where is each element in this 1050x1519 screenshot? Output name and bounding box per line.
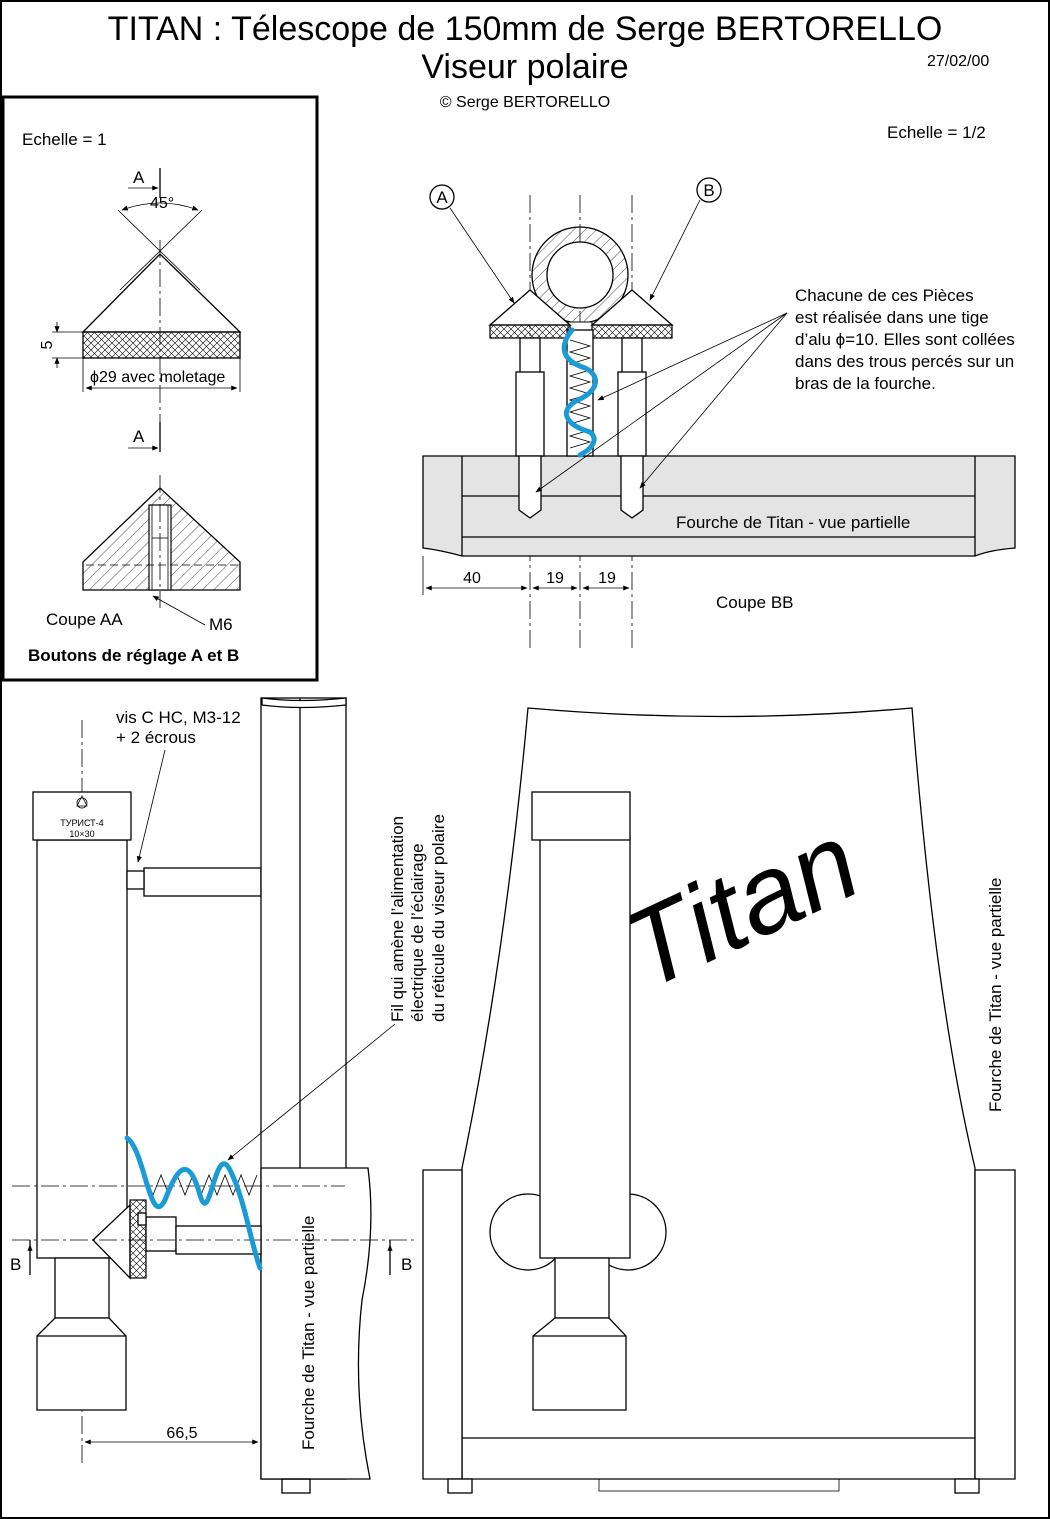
section-aa-label: Coupe AA bbox=[46, 610, 123, 629]
screw-note-1: vis C HC, M3-12 bbox=[116, 708, 241, 727]
wire-note-line-1: Fil qui amène l’alimentation bbox=[388, 816, 407, 1022]
bb-note-line-1: Chacune de ces Pièces bbox=[795, 286, 974, 305]
bb-note-line-2: est réalisée dans une tige bbox=[795, 308, 989, 327]
wire-note-line-2: électrique de l’éclairage bbox=[408, 843, 427, 1022]
section-a-bottom-label: A bbox=[133, 427, 145, 446]
section-b-left: B bbox=[10, 1255, 21, 1274]
thread-label: M6 bbox=[209, 615, 233, 634]
bb-note-line-5: bras de la fourche. bbox=[795, 374, 936, 393]
section-bb-label: Coupe BB bbox=[716, 593, 794, 612]
wire-note: Fil qui amène l’alimentation électrique … bbox=[388, 814, 448, 1022]
copyright: © Serge BERTORELLO bbox=[440, 94, 610, 111]
bb-fork-label: Fourche de Titan - vue partielle bbox=[676, 513, 910, 532]
side-dim: 66,5 bbox=[166, 1425, 197, 1442]
scope-model-label: ТУРИСТ-4 bbox=[60, 818, 103, 828]
callout-a: A bbox=[436, 188, 448, 207]
front-view: Titan Fourche de Titan - vue partielle bbox=[422, 707, 1016, 1494]
callout-b: B bbox=[703, 181, 714, 200]
bb-wire bbox=[561, 327, 598, 458]
bb-dim-19-b: 19 bbox=[598, 570, 616, 587]
screw-note-2: + 2 écrous bbox=[116, 728, 196, 747]
bb-dim-40: 40 bbox=[463, 570, 481, 587]
inset-caption: Boutons de réglage A et B bbox=[28, 646, 239, 665]
inset-scale: Echelle = 1 bbox=[22, 130, 107, 149]
header: TITAN : Télescope de 150mm de Serge BERT… bbox=[108, 10, 990, 111]
knob-detail-inset: Echelle = 1 A 45° 5 ϕ29 avec moletage A bbox=[1, 95, 319, 682]
diameter-dim: ϕ29 avec moletage bbox=[90, 369, 225, 386]
side-fork-label: Fourche de Titan - vue partielle bbox=[299, 1216, 318, 1450]
bb-note: Chacune de ces Pièces est réalisée dans … bbox=[795, 286, 1015, 393]
bb-note-line-4: dans des trous percés sur un bbox=[795, 352, 1014, 371]
side-view: vis C HC, M3-12 + 2 écrous ТУРИСТ-4 10×3… bbox=[10, 697, 448, 1494]
front-fork-label: Fourche de Titan - vue partielle bbox=[986, 878, 1005, 1112]
title-line-2: Viseur polaire bbox=[421, 48, 628, 86]
wire-note-line-3: du réticule du viseur polaire bbox=[429, 814, 448, 1022]
title-line-1: TITAN : Télescope de 150mm de Serge BERT… bbox=[108, 10, 943, 48]
section-bb-view: Echelle = 1/2 Fourche de Titan - vue par… bbox=[422, 123, 1016, 648]
scope-spec-label: 10×30 bbox=[69, 829, 94, 839]
bb-scale: Echelle = 1/2 bbox=[887, 123, 986, 142]
height-dim: 5 bbox=[39, 340, 56, 349]
drawing-date: 27/02/00 bbox=[927, 53, 989, 70]
fork-bar-section bbox=[422, 455, 1016, 557]
bb-note-line-3: d’alu ϕ=10. Elles sont collées bbox=[795, 330, 1015, 349]
section-b-right: B bbox=[401, 1255, 412, 1274]
side-wire bbox=[124, 1135, 263, 1271]
section-a-top-label: A bbox=[133, 168, 145, 187]
bb-dim-19-a: 19 bbox=[546, 570, 564, 587]
knurled-band bbox=[82, 331, 241, 359]
